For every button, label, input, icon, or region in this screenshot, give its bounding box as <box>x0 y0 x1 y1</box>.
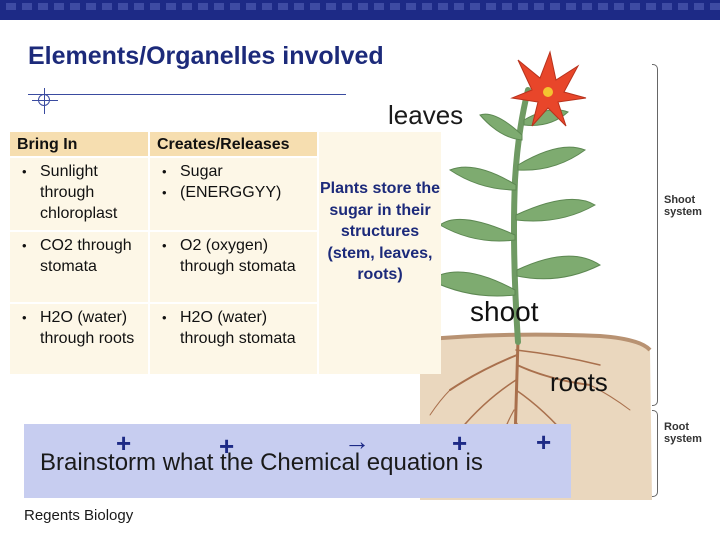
table-cell-text: Sunlight through chloroplast <box>22 161 144 224</box>
equation-box: + + → + + Brainstorm what the Chemical e… <box>24 424 571 498</box>
crosshair-circle <box>38 94 50 106</box>
table-cell-text: H2O (water) through stomata <box>162 307 313 349</box>
sugar-storage-note: Plants store the sugar in their structur… <box>319 132 441 374</box>
top-bar <box>0 0 720 20</box>
table-cell-text: CO2 through stomata <box>22 235 144 277</box>
flower-drawing <box>510 50 587 127</box>
table-cell: Sugar (ENERGGYY) <box>150 158 317 230</box>
root-system-label: Root system <box>664 421 702 445</box>
plus-sign: + <box>452 428 468 458</box>
plant-illustration <box>419 50 652 500</box>
shoot-system-bracket <box>652 64 658 406</box>
roots-label: roots <box>550 367 608 397</box>
leaves-drawing <box>429 109 601 297</box>
table-header-creates: Creates/Releases <box>150 132 317 156</box>
footer-label: Regents Biology <box>24 507 134 524</box>
table-cell-text: (ENERGGYY) <box>162 182 313 203</box>
table-header-bring-in: Bring In <box>10 132 148 156</box>
shoot-label: shoot <box>470 296 539 327</box>
table-cell: O2 (oxygen) through stomata <box>150 232 317 302</box>
title-underline <box>28 94 346 95</box>
table-cell: Sunlight through chloroplast <box>10 158 148 230</box>
plus-sign: + <box>116 428 132 458</box>
leaves-label: leaves <box>388 100 464 130</box>
plus-sign: + <box>536 427 552 457</box>
table-cell-text: O2 (oxygen) through stomata <box>162 235 313 277</box>
organelles-table: Bring In Creates/Releases Sunlight throu… <box>10 132 317 374</box>
shoot-system-label: Shoot system <box>664 194 702 218</box>
equation-prompt: Brainstorm what the Chemical equation is <box>40 449 483 476</box>
plus-sign: + <box>219 431 235 461</box>
root-system-bracket <box>652 410 658 497</box>
table-cell: H2O (water) through stomata <box>150 304 317 374</box>
table-cell-text: H2O (water) through roots <box>22 307 144 349</box>
slide-title: Elements/Organelles involved <box>28 42 384 70</box>
table-cell: CO2 through stomata <box>10 232 148 302</box>
table-cell-text: Sugar <box>162 161 313 182</box>
table-cell: H2O (water) through roots <box>10 304 148 374</box>
arrow-icon: → <box>344 426 370 456</box>
